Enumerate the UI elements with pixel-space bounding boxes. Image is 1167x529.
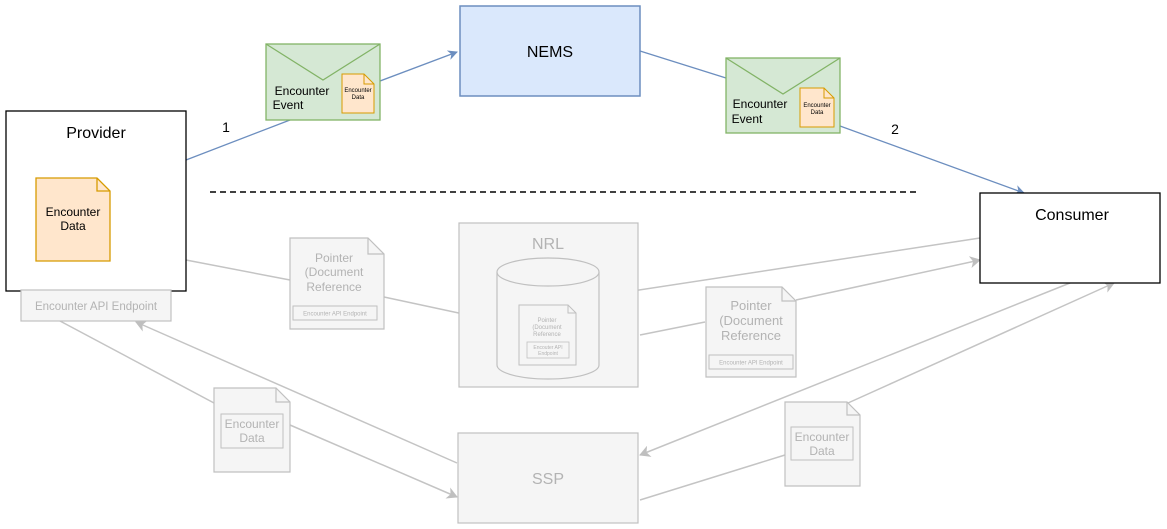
nrl-pointer-line1: Pointer (537, 318, 556, 324)
nems-label: NEMS (527, 44, 573, 61)
pointer-left-line3: Reference (306, 280, 362, 294)
nrl-pointer-endpoint-line2: Endpoint (538, 351, 558, 357)
envelope-right-line1: Encounter (733, 97, 788, 111)
pointer-left-line2: (Document (305, 265, 364, 279)
envelope-right-doc-line1: Encounter (803, 103, 830, 109)
ssp-to-endpoint-arrow (135, 320, 458, 464)
pointer-right-endpoint: Encounter API Endpoint (719, 361, 783, 367)
ssp-doc-left-line2: Data (239, 431, 265, 445)
nrl-pointer-doc: Pointer (Document Reference Encouter API… (518, 304, 577, 366)
pointer-document-right[interactable]: Pointer (Document Reference Encounter AP… (705, 286, 797, 378)
provider-to-pointer-left-connector (185, 259, 291, 281)
envelope-left-doc-line2: Data (352, 95, 365, 101)
consumer-to-ssp-arrow (639, 282, 1071, 457)
envelope-to-consumer-arrow (839, 125, 1025, 195)
pointer-document-left[interactable]: Pointer (Document Reference Encounter AP… (289, 237, 385, 330)
ssp-encounter-data-doc-right[interactable]: Encounter Data (784, 401, 861, 487)
nrl-pointer-line3: Reference (533, 332, 561, 338)
step-label-1: 1 (222, 119, 230, 135)
ssp-doc-right-line1: Encounter (795, 430, 850, 444)
provider-doc-line2: Data (60, 219, 86, 233)
pointer-left-endpoint: Encounter API Endpoint (303, 312, 367, 318)
envelope-left-line2: Event (273, 98, 304, 112)
endpoint-label: Encounter API Endpoint (35, 301, 158, 313)
ssp-doc-right-line2: Data (809, 444, 835, 458)
endpoint-to-doc-left-connector (59, 320, 215, 404)
nrl-label: NRL (532, 236, 564, 253)
consumer-label: Consumer (1035, 207, 1109, 224)
envelope-to-nems-arrow (379, 50, 458, 82)
pointer-right-line2: (Document (719, 313, 783, 328)
ssp-label: SSP (532, 471, 564, 488)
ssp-doc-left-line1: Encounter (225, 417, 280, 431)
encounter-api-endpoint[interactable]: Encounter API Endpoint (20, 289, 172, 322)
envelope-right-doc: Encounter Data (799, 87, 835, 128)
nems-to-envelope-connector (639, 50, 727, 79)
provider-encounter-data-doc[interactable]: Encounter Data (35, 177, 111, 262)
nrl-node[interactable]: NRL Pointer (Document Reference Encouter… (458, 222, 639, 388)
pointer-right-line3: Reference (721, 328, 781, 343)
consumer-node[interactable]: Consumer (979, 192, 1161, 284)
ssp-encounter-data-doc-left[interactable]: Encounter Data (213, 387, 291, 473)
nrl-to-pointer-right-connector (639, 321, 706, 336)
provider-doc-line1: Encounter (46, 205, 101, 219)
envelope-right-line2: Event (732, 112, 763, 126)
ssp-node[interactable]: SSP (457, 432, 639, 524)
envelope-left-doc: Encounter Data (341, 73, 375, 114)
envelope-left-line1: Encounter (275, 84, 330, 98)
pointer-right-to-consumer-arrow (795, 256, 981, 301)
provider-label: Provider (66, 125, 126, 142)
provider-to-envelope-connector (185, 119, 291, 161)
nems-node[interactable]: NEMS (459, 5, 641, 97)
consumer-to-nrl-arrow (599, 237, 981, 301)
encounter-event-envelope-left[interactable]: Encounter Event Encounter Data (265, 43, 381, 121)
nrl-pointer-endpoint-line1: Encouter API (533, 345, 562, 351)
pointer-right-line1: Pointer (730, 298, 772, 313)
doc-right-to-consumer-arrow (847, 281, 1115, 404)
event-flow-connectors (185, 50, 1025, 195)
doc-left-to-ssp-arrow (289, 424, 458, 499)
step-label-2: 2 (891, 121, 899, 137)
envelope-right-doc-line2: Data (811, 110, 824, 116)
pointer-left-line1: Pointer (315, 251, 353, 265)
nrl-pointer-line2: (Document (532, 325, 562, 331)
encounter-event-envelope-right[interactable]: Encounter Event Encounter Data (725, 57, 841, 134)
ssp-to-doc-right-connector (639, 454, 786, 501)
envelope-left-doc-line1: Encounter (344, 88, 371, 94)
